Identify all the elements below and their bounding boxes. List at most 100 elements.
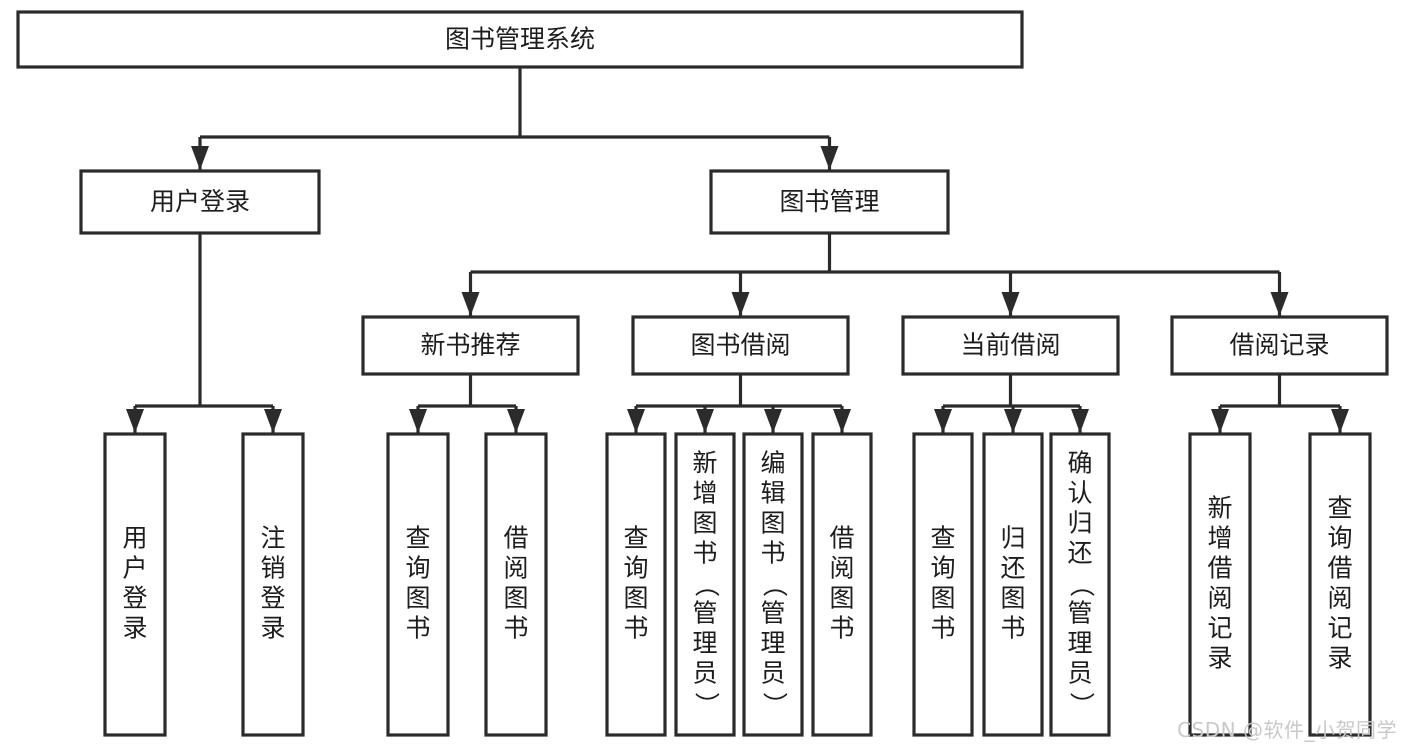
node-box[interactable]	[241, 432, 305, 737]
node-图书管理[interactable]: 图书管理	[709, 169, 950, 235]
node-box[interactable]	[1049, 432, 1111, 737]
svg-text:管: 管	[1067, 599, 1092, 628]
svg-text:书: 书	[930, 614, 955, 643]
svg-text:确: 确	[1067, 449, 1092, 478]
edges-node-用户登录-to-leaves	[126, 233, 282, 433]
svg-text:新: 新	[1207, 494, 1232, 523]
node-box[interactable]	[901, 315, 1120, 376]
node-用户登录[interactable]: 用户登录	[103, 432, 167, 737]
node-label: 图书借阅	[690, 331, 790, 360]
csdn-watermark: CSDN @软件_小贺同学	[1177, 718, 1397, 742]
svg-text:图: 图	[692, 509, 717, 538]
svg-text:录: 录	[260, 614, 285, 643]
svg-text:增: 增	[1207, 524, 1232, 553]
svg-text:归: 归	[1000, 524, 1025, 553]
node-label: 借阅记录	[1229, 331, 1329, 360]
svg-text:编: 编	[760, 449, 785, 478]
node-box[interactable]	[1188, 432, 1252, 737]
node-box[interactable]	[16, 10, 1024, 69]
svg-text:还: 还	[1067, 539, 1092, 568]
svg-text:图: 图	[405, 584, 430, 613]
node-box[interactable]	[1308, 432, 1372, 737]
svg-text:）: ）	[760, 692, 789, 717]
node-box[interactable]	[79, 169, 321, 235]
svg-text:增: 增	[692, 479, 717, 508]
node-box[interactable]	[386, 432, 450, 737]
node-box[interactable]	[709, 169, 950, 235]
node-box[interactable]	[674, 432, 736, 737]
node-box[interactable]	[742, 432, 804, 737]
svg-text:询: 询	[405, 554, 430, 583]
arrow-head-icon	[764, 409, 782, 433]
node-box[interactable]	[631, 315, 850, 376]
svg-text:录: 录	[1327, 644, 1352, 673]
arrow-head-icon	[1211, 409, 1229, 433]
svg-text:查: 查	[405, 524, 430, 553]
svg-text:）: ）	[692, 692, 721, 717]
node-用户登录[interactable]: 用户登录	[79, 169, 321, 235]
node-box[interactable]	[484, 432, 548, 737]
svg-text:管: 管	[692, 599, 717, 628]
svg-text:理: 理	[760, 629, 785, 658]
arrow-head-icon	[461, 292, 480, 316]
svg-text:图: 图	[829, 584, 854, 613]
arrow-head-icon	[627, 409, 645, 433]
svg-text:登: 登	[122, 584, 147, 613]
node-box[interactable]	[361, 315, 580, 376]
node-box[interactable]	[605, 432, 667, 737]
svg-text:销: 销	[260, 554, 285, 583]
node-box[interactable]	[912, 432, 974, 737]
svg-text:询: 询	[930, 554, 955, 583]
edges-node-图书借阅-to-leaves	[627, 374, 851, 433]
svg-text:理: 理	[1067, 629, 1092, 658]
svg-text:图: 图	[623, 584, 648, 613]
node-图书借阅[interactable]: 图书借阅	[631, 315, 850, 376]
arrow-head-icon	[833, 409, 851, 433]
arrow-head-icon	[934, 409, 952, 433]
node-box[interactable]	[811, 432, 873, 737]
svg-text:录: 录	[1207, 644, 1232, 673]
svg-text:认: 认	[1067, 479, 1092, 508]
node-label: 图书管理系统	[445, 25, 595, 54]
edges-node-新书推荐-to-leaves	[409, 374, 525, 433]
arrow-head-icon	[1270, 292, 1289, 316]
node-box[interactable]	[1170, 315, 1389, 376]
node-新书推荐[interactable]: 新书推荐	[361, 315, 580, 376]
svg-text:书: 书	[405, 614, 430, 643]
node-借阅记录[interactable]: 借阅记录	[1170, 315, 1389, 376]
node-layer: 图书管理系统用户登录图书管理新书推荐图书借阅当前借阅借阅记录用户登录注销登录查询…	[16, 10, 1389, 737]
node-label: 图书管理	[779, 187, 879, 216]
svg-text:阅: 阅	[1327, 584, 1352, 613]
svg-text:查: 查	[1327, 494, 1352, 523]
svg-text:用: 用	[122, 524, 147, 553]
node-图书管理系统[interactable]: 图书管理系统	[16, 10, 1024, 69]
svg-text:书: 书	[623, 614, 648, 643]
svg-text:）: ）	[1067, 692, 1096, 717]
node-box[interactable]	[982, 432, 1044, 737]
svg-text:借: 借	[1327, 554, 1352, 583]
svg-text:图: 图	[760, 509, 785, 538]
svg-text:注: 注	[260, 524, 285, 553]
svg-text:询: 询	[1327, 524, 1352, 553]
arrow-head-icon	[1001, 292, 1020, 316]
node-当前借阅[interactable]: 当前借阅	[901, 315, 1120, 376]
node-box[interactable]	[103, 432, 167, 737]
